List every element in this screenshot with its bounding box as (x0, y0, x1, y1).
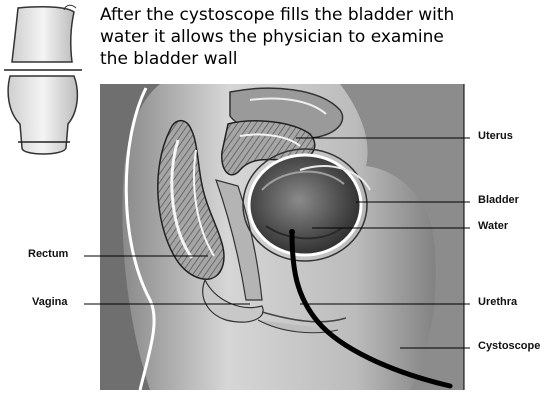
label-uterus: Uterus (478, 130, 513, 142)
label-rectum: Rectum (28, 248, 68, 260)
label-urethra: Urethra (478, 296, 517, 308)
anatomy-drawing (100, 84, 464, 390)
label-vagina: Vagina (32, 296, 67, 308)
label-water: Water (478, 220, 508, 232)
label-cystoscope: Cystoscope (478, 340, 540, 352)
label-bladder: Bladder (478, 194, 519, 206)
